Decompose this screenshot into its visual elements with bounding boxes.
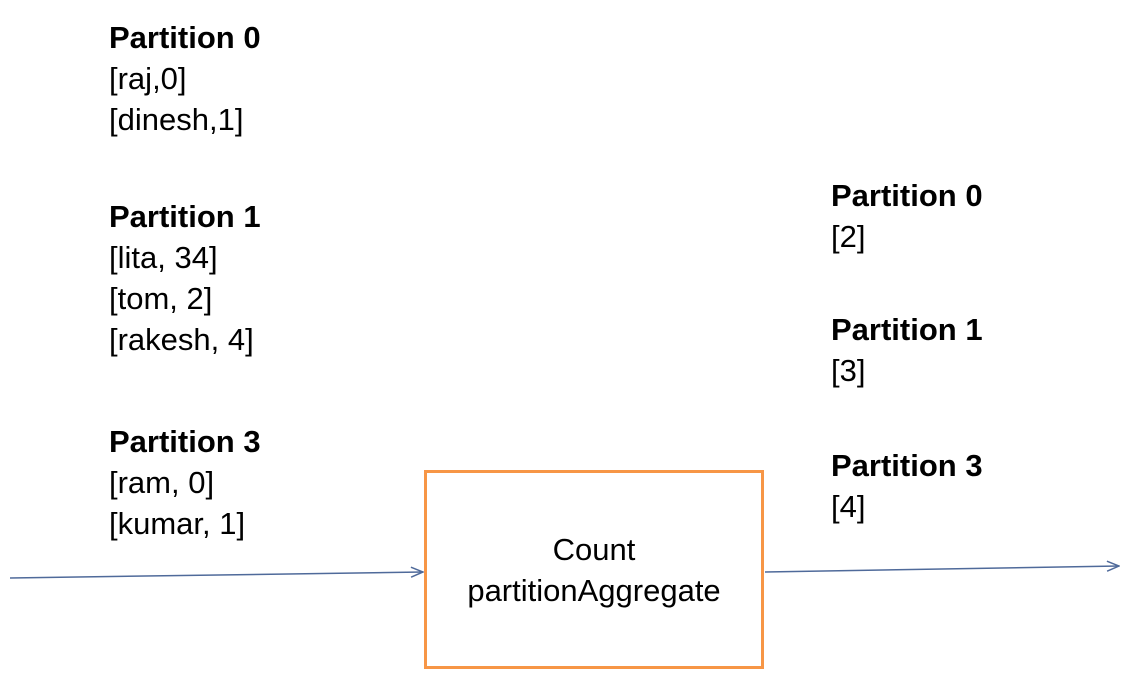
operation-type: partitionAggregate bbox=[467, 572, 721, 608]
input-partition-1-row: [tom, 2] bbox=[109, 281, 213, 316]
output-partition-0: Partition 0 [2] bbox=[831, 175, 983, 257]
output-arrow bbox=[764, 566, 1119, 573]
input-partition-1-row: [rakesh, 4] bbox=[109, 322, 254, 357]
partition-aggregate-box: Count partitionAggregate bbox=[424, 470, 764, 669]
output-partition-3-title: Partition 3 bbox=[831, 448, 983, 483]
output-partition-0-row: [2] bbox=[831, 219, 866, 254]
input-partition-1: Partition 1 [lita, 34] [tom, 2] [rakesh,… bbox=[109, 196, 261, 360]
input-partition-1-row: [lita, 34] bbox=[109, 240, 218, 275]
input-partition-3-row: [ram, 0] bbox=[109, 465, 215, 500]
input-arrow bbox=[9, 572, 423, 579]
input-partition-0-row: [dinesh,1] bbox=[109, 102, 244, 137]
output-partition-0-title: Partition 0 bbox=[831, 178, 983, 213]
input-partition-3-title: Partition 3 bbox=[109, 424, 261, 459]
output-partition-3-row: [4] bbox=[831, 489, 866, 524]
input-partition-0: Partition 0 [raj,0] [dinesh,1] bbox=[109, 17, 261, 140]
output-partition-1-row: [3] bbox=[831, 353, 866, 388]
output-partition-3: Partition 3 [4] bbox=[831, 445, 983, 527]
operation-name: Count bbox=[552, 531, 636, 567]
input-partition-1-title: Partition 1 bbox=[109, 199, 261, 234]
output-partition-1-title: Partition 1 bbox=[831, 312, 983, 347]
output-partition-1: Partition 1 [3] bbox=[831, 309, 983, 391]
input-partition-0-row: [raj,0] bbox=[109, 61, 187, 96]
input-partition-0-title: Partition 0 bbox=[109, 20, 261, 55]
input-partition-3: Partition 3 [ram, 0] [kumar, 1] bbox=[109, 421, 261, 544]
input-partition-3-row: [kumar, 1] bbox=[109, 506, 246, 541]
